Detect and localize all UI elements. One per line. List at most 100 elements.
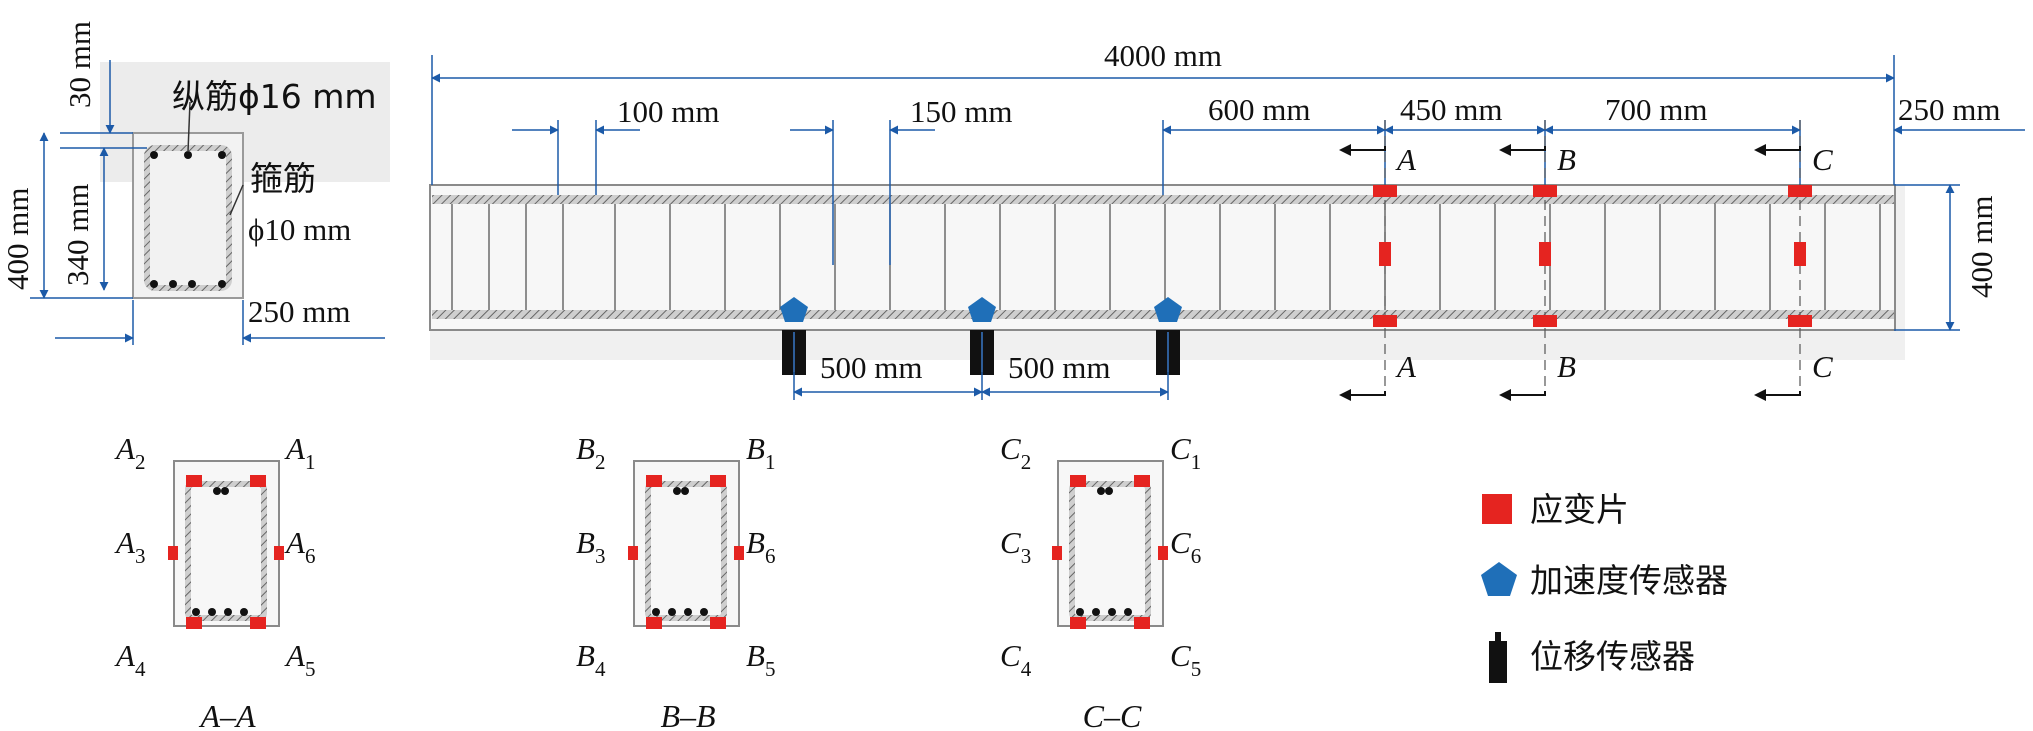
rebar xyxy=(208,608,216,616)
strain-gauge xyxy=(628,546,638,560)
rebar xyxy=(1105,487,1113,495)
rebar xyxy=(681,487,689,495)
section-point-label: B3 xyxy=(576,525,605,568)
section-point-label: B6 xyxy=(746,525,775,568)
strain-gauge xyxy=(710,617,726,629)
strain-gauge xyxy=(734,546,744,560)
section-point-label: B4 xyxy=(576,638,606,681)
stirrup-size-label: ϕ10 mm xyxy=(248,212,351,247)
top-rebar xyxy=(432,195,1894,204)
rebar xyxy=(1097,487,1105,495)
section-point-label: B1 xyxy=(746,431,775,474)
strain-gauge xyxy=(1158,546,1168,560)
seg-250-label: 250 mm xyxy=(1898,92,2000,127)
strain-gauge xyxy=(646,475,662,487)
strain-gauge xyxy=(250,475,266,487)
section-height-label: 400 mm xyxy=(0,188,35,290)
rebar xyxy=(240,608,248,616)
cut-arrow-top xyxy=(1762,146,1801,151)
stirrup-label: 箍筋 xyxy=(250,159,316,198)
strain-gauge xyxy=(168,546,178,560)
rebar xyxy=(700,608,708,616)
accelerometer-icon xyxy=(968,297,996,322)
section-point-label: A3 xyxy=(114,525,145,568)
strain-gauge xyxy=(186,475,202,487)
cut-label: C xyxy=(1812,142,1833,177)
rebar xyxy=(150,280,158,288)
strain-gauge xyxy=(1533,185,1557,197)
total-length-label: 4000 mm xyxy=(1104,38,1222,73)
strain-gauge xyxy=(1373,185,1397,197)
section-point-label: A1 xyxy=(284,431,315,474)
section-point-label: B2 xyxy=(576,431,605,474)
section-point-label: A4 xyxy=(114,638,146,681)
rebar xyxy=(150,151,158,159)
section-point-label: B5 xyxy=(746,638,775,681)
strain-gauge xyxy=(1070,617,1086,629)
strain-gauge xyxy=(1379,242,1391,266)
section-point-label: C6 xyxy=(1170,525,1201,568)
section-width-label: 250 mm xyxy=(248,294,350,329)
displacement-sensor-body xyxy=(1489,641,1507,683)
rebar xyxy=(1076,608,1084,616)
arrowhead-icon xyxy=(1499,144,1511,156)
strain-gauge-icon xyxy=(1482,494,1512,524)
section-caption: C–C xyxy=(1083,698,1142,731)
rebar xyxy=(1092,608,1100,616)
legend-label: 加速度传感器 xyxy=(1530,561,1728,600)
rebar xyxy=(221,487,229,495)
displacement-sensor-icon xyxy=(1495,632,1501,642)
leader-line xyxy=(187,101,191,153)
strain-gauge xyxy=(710,475,726,487)
cut-arrow-top xyxy=(1507,146,1546,151)
arrowhead-icon xyxy=(1339,389,1351,401)
strain-gauge xyxy=(1134,617,1150,629)
legend-label: 位移传感器 xyxy=(1530,637,1695,676)
accelerometer-icon xyxy=(1154,297,1182,322)
section-point-label: A6 xyxy=(284,525,315,568)
rebar xyxy=(213,487,221,495)
section-outline xyxy=(132,132,244,299)
cut-label: B xyxy=(1557,349,1576,384)
rebar xyxy=(192,608,200,616)
strain-gauge xyxy=(1539,242,1551,266)
strain-gauge xyxy=(274,546,284,560)
effective-height-label: 340 mm xyxy=(60,184,95,286)
cut-label: C xyxy=(1812,349,1833,384)
stirrup xyxy=(645,481,727,621)
rebar xyxy=(224,608,232,616)
section-point-label: A5 xyxy=(284,638,315,681)
arrowhead-icon xyxy=(1339,144,1351,156)
beam-height-label: 400 mm xyxy=(1964,196,1999,298)
cut-arrow-bottom xyxy=(1347,391,1386,396)
beam-elevation: 4000 mm 100 mm 150 mm 600 mm 450 mm 700 … xyxy=(429,38,2025,401)
rebar xyxy=(673,487,681,495)
cover-label: 30 mm xyxy=(62,21,97,108)
leader-line xyxy=(229,184,244,216)
strain-gauge xyxy=(1533,315,1557,327)
rebar xyxy=(218,151,226,159)
stirrup xyxy=(1069,481,1151,621)
rebar xyxy=(668,608,676,616)
section-point-label: C4 xyxy=(1000,638,1032,681)
arrowhead-icon xyxy=(1754,144,1766,156)
spacing-b-label: 150 mm xyxy=(910,94,1012,129)
seg-600-label: 600 mm xyxy=(1208,92,1310,127)
seg-450-label: 450 mm xyxy=(1400,92,1502,127)
sensor-gap-1-label: 500 mm xyxy=(820,350,922,385)
strain-gauge xyxy=(1373,315,1397,327)
strain-gauge xyxy=(1052,546,1062,560)
legend: 应变片 加速度传感器 位移传感器 xyxy=(1481,490,1728,683)
strain-gauge xyxy=(1134,475,1150,487)
cut-label: A xyxy=(1395,142,1417,177)
arrowhead-icon xyxy=(1754,389,1766,401)
sensor-gap-2-label: 500 mm xyxy=(1008,350,1110,385)
strain-gauge xyxy=(1070,475,1086,487)
section-point-label: C3 xyxy=(1000,525,1031,568)
strain-gauge xyxy=(646,617,662,629)
cut-label: B xyxy=(1557,142,1576,177)
